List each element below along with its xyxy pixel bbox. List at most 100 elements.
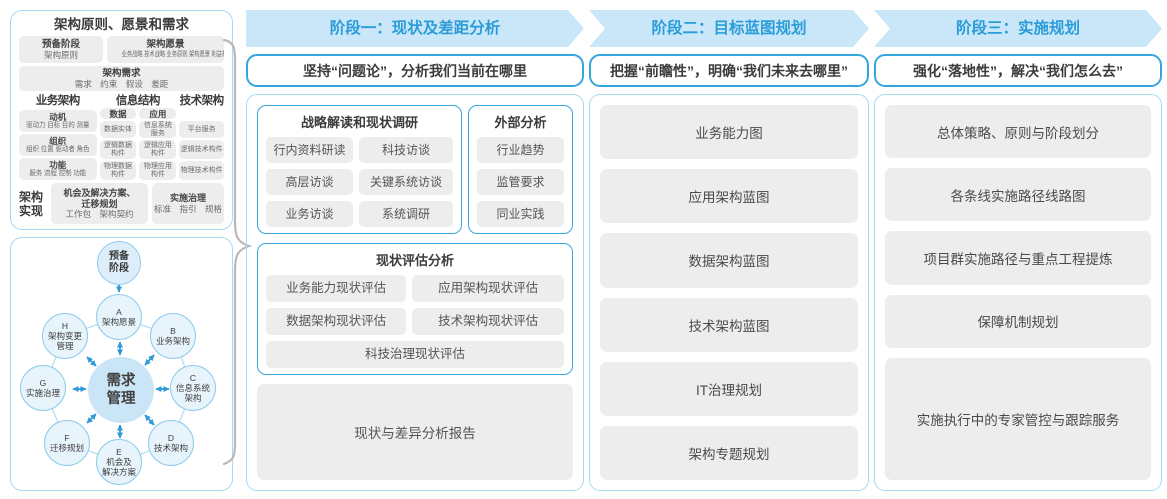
requirements-text: 需求 约束 假设 差距 xyxy=(74,79,169,90)
motivation-box: 动机 驱动力 目标 目的 测量 xyxy=(19,110,97,133)
strategy-research-title: 战略解读和现状调研 xyxy=(301,115,419,130)
phase2-column: 阶段二：目标蓝图规划 把握“前瞻性”，明确“我们未来去哪里” 业务能力图 应用架… xyxy=(589,10,869,491)
strategy-item: 关键系统访谈 xyxy=(359,169,454,195)
implementation-label: 架构 实现 xyxy=(19,189,44,218)
brace-connector xyxy=(222,38,253,466)
phase3-subheader: 强化“落地性”，解决“我们怎么去” xyxy=(874,54,1162,87)
motivation-title: 动机 xyxy=(49,112,67,123)
cycle-node-e: E 机会及 解决方案 xyxy=(96,439,142,485)
assessment-item: 应用架构现状评估 xyxy=(412,275,564,302)
phase2-content: 业务能力图 应用架构蓝图 数据架构蓝图 技术架构蓝图 IT治理规划 架构专题规划 xyxy=(589,94,869,491)
organization-box: 组织 组织 位置 驱动者 角色 xyxy=(19,134,97,157)
assessment-item: 科技治理现状评估 xyxy=(266,341,564,368)
center-b-arrow-icon xyxy=(144,354,155,366)
cycle-node-b: B 业务架构 xyxy=(150,313,196,359)
cycle-node-prep: 预备 阶段 xyxy=(97,241,141,285)
cycle-node-f: F 迁移规划 xyxy=(44,420,90,466)
assessment-title: 现状评估分析 xyxy=(375,253,454,268)
function-text: 服务 流程 控制 功能 xyxy=(29,170,87,178)
phase3-item: 实施执行中的专家管控与跟踪服务 xyxy=(885,357,1151,480)
external-item: 同业实践 xyxy=(477,201,564,227)
strategy-item: 业务访谈 xyxy=(266,201,354,227)
opportunities-migration-title: 机会及解决方案、 迁移规划 xyxy=(63,188,136,209)
application-item: 信息系统服务 xyxy=(139,121,177,139)
architecture-requirements-box: 架构需求 需求 约束 假设 差距 xyxy=(19,65,224,92)
application-header: 应用 xyxy=(139,108,177,120)
vision-title: 架构愿景 xyxy=(146,38,185,50)
prep-phase-box: 预备阶段 架构原则 xyxy=(19,36,103,63)
phase3-item: 保障机制规划 xyxy=(885,294,1151,348)
external-item: 行业趋势 xyxy=(477,137,564,163)
cycle-node-h: H 架构变更 管理 xyxy=(42,313,88,359)
assessment-group: 现状评估分析 业务能力现状评估 应用架构现状评估 数据架构现状评估 技术架构现状… xyxy=(257,243,573,375)
information-structure-title: 信息结构 xyxy=(115,95,160,108)
phase3-item: 各条线实施路径线路图 xyxy=(885,168,1151,222)
technical-architecture-title: 技术架构 xyxy=(179,95,224,108)
center-h-arrow-icon xyxy=(86,356,97,367)
data-item: 物理数据构件 xyxy=(99,161,137,181)
cycle-node-d: D 技术架构 xyxy=(148,420,194,466)
phase3-item: 项目群实施路径与重点工程提炼 xyxy=(885,231,1151,285)
information-structure-column: 信息结构 数据 数据实体 逻辑数据构件 物理数据构件 应用 信息系统服务 逻辑应… xyxy=(99,94,177,181)
motivation-text: 驱动力 目标 目的 测量 xyxy=(26,122,90,130)
data-item: 数据实体 xyxy=(99,121,137,139)
cycle-node-g: G 实施治理 xyxy=(20,365,66,411)
phase2-item: 架构专题规划 xyxy=(600,425,858,481)
application-item: 逻辑应用构件 xyxy=(139,140,177,160)
phase2-item: 应用架构蓝图 xyxy=(600,169,858,224)
implementation-governance-title: 实施治理 xyxy=(170,193,207,204)
strategy-item: 科技访谈 xyxy=(359,137,454,163)
organization-text: 组织 位置 驱动者 角色 xyxy=(26,146,90,154)
architecture-vision-box: 架构愿景 业务战略 技术战略 业务原则 架构愿景 利益相关者 xyxy=(107,36,224,63)
cycle-node-center: 需求 管理 xyxy=(88,357,154,423)
center-f-arrow-icon xyxy=(86,413,97,424)
phase3-content: 总体策略、原则与阶段划分 各条线实施路径线路图 项目群实施路径与重点工程提炼 保… xyxy=(874,94,1162,491)
requirements-title: 架构需求 xyxy=(102,68,141,80)
phase3-item: 总体策略、原则与阶段划分 xyxy=(885,105,1151,159)
business-architecture-title: 业务架构 xyxy=(35,95,80,108)
external-item: 监管要求 xyxy=(477,169,564,195)
prep-phase-title: 预备阶段 xyxy=(41,38,80,50)
phases-section: 阶段一：现状及差距分析 坚持“问题论”，分析我们当前在哪里 战略解读和现状调研 … xyxy=(246,10,1162,491)
assessment-item: 技术架构现状评估 xyxy=(412,308,564,335)
assessment-item: 数据架构现状评估 xyxy=(266,308,407,335)
adm-cycle-panel: 预备 阶段 A 架构愿景 B 业务架构 C 信息系统 架构 D 技术架构 E 机… xyxy=(10,237,233,491)
phase2-item: 数据架构蓝图 xyxy=(600,233,858,288)
strategy-item: 行内资料研读 xyxy=(266,137,354,163)
phase2-subheader: 把握“前瞻性”，明确“我们未来去哪里” xyxy=(589,54,869,87)
architecture-implementation-row: 架构 实现 机会及解决方案、 迁移规划 工作包 架构契约 实施治理 标准 指引 … xyxy=(19,183,224,224)
phase3-header-band: 阶段三：实施规划 xyxy=(874,10,1162,47)
implementation-governance-text: 标准 指引 规格 xyxy=(154,203,223,214)
phase2-header-band: 阶段二：目标蓝图规划 xyxy=(589,10,869,47)
tech-item: 逻辑技术构件 xyxy=(179,140,224,160)
strategy-item: 高层访谈 xyxy=(266,169,354,195)
tech-item: 平台服务 xyxy=(179,121,224,139)
strategy-item: 系统调研 xyxy=(359,201,454,227)
implementation-governance-box: 实施治理 标准 指引 规格 xyxy=(152,183,224,224)
vision-text: 业务战略 技术战略 业务原则 架构愿景 利益相关者 xyxy=(121,50,224,58)
data-subcolumn: 数据 数据实体 逻辑数据构件 物理数据构件 xyxy=(99,108,137,181)
phase2-item: 业务能力图 xyxy=(600,105,858,160)
cycle-node-c: C 信息系统 架构 xyxy=(170,365,216,411)
panel-title: 架构原则、愿景和需求 xyxy=(54,17,189,32)
phase2-item: IT治理规划 xyxy=(600,361,858,416)
prep-phase-text: 架构原则 xyxy=(43,49,78,60)
data-header: 数据 xyxy=(99,108,137,120)
opportunities-migration-box: 机会及解决方案、 迁移规划 工作包 架构契约 xyxy=(51,183,149,224)
opportunities-migration-text: 工作包 架构契约 xyxy=(65,209,134,220)
phase1-column: 阶段一：现状及差距分析 坚持“问题论”，分析我们当前在哪里 战略解读和现状调研 … xyxy=(246,10,584,491)
function-title: 功能 xyxy=(49,160,67,171)
cycle-node-a: A 架构愿景 xyxy=(96,294,142,340)
phase1-subheader: 坚持“问题论”，分析我们当前在哪里 xyxy=(246,54,584,87)
architecture-principles-panel: 架构原则、愿景和需求 预备阶段 架构原则 架构愿景 业务战略 技术战略 业务原则… xyxy=(10,10,233,230)
assessment-item: 业务能力现状评估 xyxy=(266,275,407,302)
data-item: 逻辑数据构件 xyxy=(99,140,137,160)
gap-analysis-report-box: 现状与差异分析报告 xyxy=(257,384,573,480)
phase1-content: 战略解读和现状调研 行内资料研读 科技访谈 高层访谈 关键系统访谈 业务访谈 系… xyxy=(246,94,584,491)
business-architecture-column: 业务架构 动机 驱动力 目标 目的 测量 组织 组织 位置 驱动者 角色 功能 … xyxy=(19,94,97,181)
external-analysis-title: 外部分析 xyxy=(494,115,547,130)
tech-subcolumn: 平台服务 逻辑技术构件 物理技术构件 xyxy=(179,108,224,181)
external-analysis-group: 外部分析 行业趋势 监管要求 同业实践 xyxy=(468,105,573,234)
function-box: 功能 服务 流程 控制 功能 xyxy=(19,158,97,181)
application-item: 物理应用构件 xyxy=(139,161,177,181)
